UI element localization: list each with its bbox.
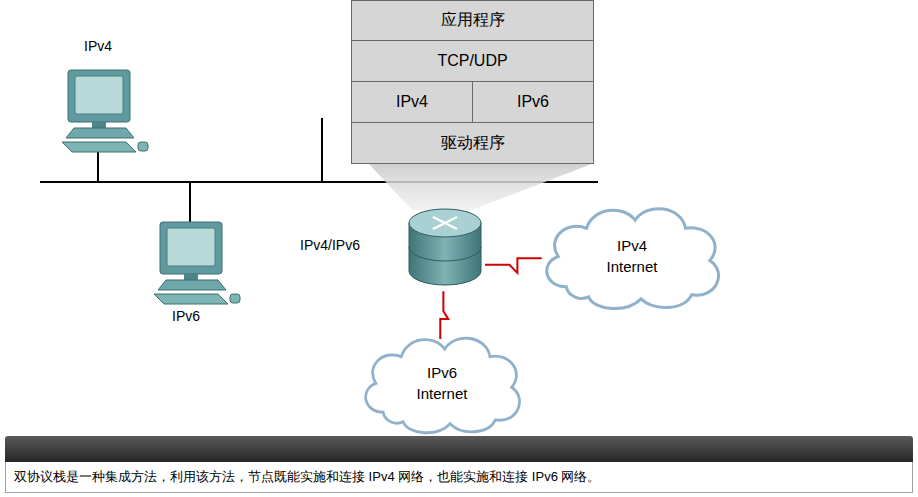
cloud-outline (356, 328, 528, 438)
layer-label: 应用程序 (441, 10, 505, 31)
stack-layer: 应用程序 (351, 0, 594, 41)
layer-label: TCP/UDP (437, 52, 507, 70)
stack-layer: IPv4 (351, 81, 473, 123)
cloud-outline (536, 198, 728, 314)
internet-cloud: IPv6 Internet (356, 328, 528, 438)
layer-label: IPv4 (396, 93, 428, 111)
layer-label: IPv6 (517, 93, 549, 111)
layer-label: 驱动程序 (441, 133, 505, 154)
pc-icon (62, 70, 148, 152)
stack-callout (368, 163, 594, 210)
stack-layer: 驱动程序 (351, 122, 594, 164)
serial-link (440, 291, 448, 339)
device-label: IPv4/IPv6 (300, 237, 360, 253)
device-label: IPv6 (172, 308, 200, 324)
cloud-label: IPv6 Internet (407, 362, 477, 404)
caption-bar (5, 436, 913, 462)
stack-layer: IPv6 (472, 81, 594, 123)
internet-cloud: IPv4 Internet (536, 198, 728, 314)
cloud-label: IPv4 Internet (597, 235, 667, 277)
pc-icon (154, 222, 240, 304)
caption-text: 双协议栈是一种集成方法，利用该方法，节点既能实施和连接 IPv4 网络，也能实施… (14, 469, 600, 484)
caption-panel: 双协议栈是一种集成方法，利用该方法，节点既能实施和连接 IPv4 网络，也能实施… (5, 462, 913, 493)
router-icon (405, 205, 485, 293)
device-label: IPv4 (84, 38, 112, 54)
serial-link (485, 258, 542, 273)
stack-layer: TCP/UDP (351, 40, 594, 82)
router: IPv4/IPv6 (300, 205, 485, 293)
